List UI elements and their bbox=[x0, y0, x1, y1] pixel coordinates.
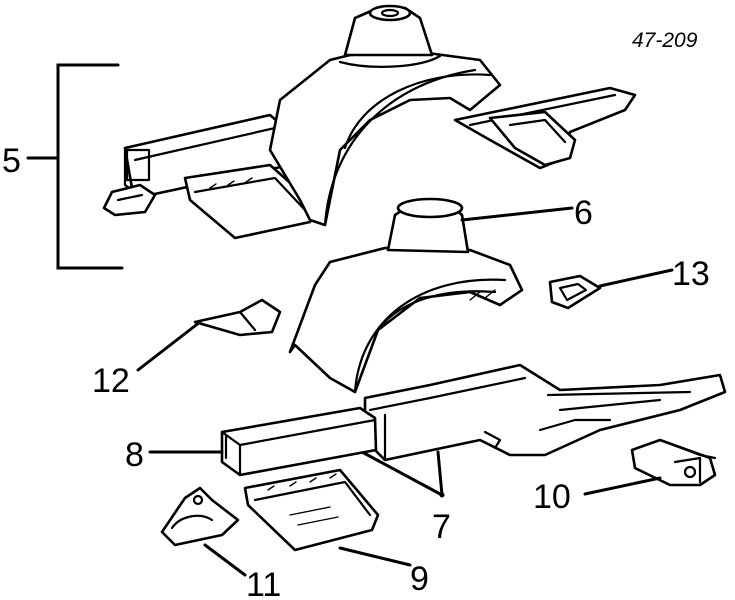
callout-6: 6 bbox=[574, 194, 593, 232]
assembled-frame-unit bbox=[102, 4, 637, 240]
callout-11: 11 bbox=[246, 566, 281, 600]
part-12-bracket bbox=[193, 298, 282, 337]
part-7-side-rail bbox=[363, 363, 727, 462]
callout-7: 7 bbox=[432, 508, 451, 546]
callout-13: 13 bbox=[672, 255, 710, 293]
figure-number: 47-209 bbox=[632, 29, 698, 52]
callout-5: 5 bbox=[2, 142, 21, 180]
callout-8: 8 bbox=[125, 436, 144, 474]
assembled-wheelhouse bbox=[268, 50, 502, 227]
part-13-gusset bbox=[548, 274, 602, 310]
callout-12: 12 bbox=[92, 362, 130, 400]
wheelhouse-panel bbox=[288, 246, 524, 394]
part-8-front-rail bbox=[220, 406, 378, 477]
assembled-floor-pan bbox=[183, 163, 317, 240]
callout-10: 10 bbox=[533, 478, 571, 516]
assembly-bracket bbox=[26, 63, 124, 270]
callout-9: 9 bbox=[410, 560, 429, 598]
part-6-wheelhouse bbox=[288, 197, 524, 394]
part-9-floor-pan bbox=[243, 468, 380, 552]
part-11-loop-bracket bbox=[160, 486, 240, 547]
assembled-loop-bracket bbox=[102, 183, 157, 217]
part-10-rear-box bbox=[630, 438, 717, 487]
